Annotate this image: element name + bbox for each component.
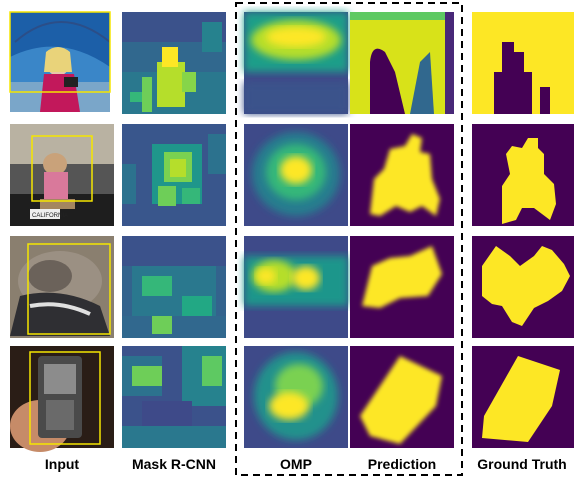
ground-truth-row-1: [472, 12, 574, 114]
omp-prediction-group-outline: [235, 2, 463, 476]
input-image-row-4: [10, 346, 114, 452]
input-image-row-3: [10, 236, 114, 338]
plate-text: CALIFORNIA: [32, 213, 68, 219]
ground-truth-row-4: [472, 346, 574, 448]
input-image-row-2: CALIFORNIA: [10, 124, 114, 226]
prediction-map-row-4: [350, 346, 454, 448]
omp-map-row-4: [244, 346, 348, 448]
ground-truth-row-3: [472, 236, 574, 338]
input-image-row-1: [9, 11, 111, 112]
prediction-map-row-1: [350, 12, 454, 114]
maskrcnn-map-row-2: [122, 124, 226, 226]
omp-map-row-1: [244, 12, 348, 114]
maskrcnn-map-row-1: [122, 12, 226, 114]
omp-map-row-2: [244, 124, 348, 226]
prediction-map-row-3: [350, 236, 454, 338]
prediction-map-row-2: [350, 124, 454, 226]
maskrcnn-map-row-4: [122, 346, 226, 448]
omp-map-row-3: [244, 236, 348, 338]
caption-mask-rcnn: Mask R-CNN: [131, 456, 216, 472]
caption-ground-truth: Ground Truth: [477, 456, 567, 472]
maskrcnn-map-row-3: [122, 236, 226, 338]
caption-input: Input: [44, 456, 80, 472]
caption-omp: OMP: [280, 456, 312, 472]
ground-truth-row-2: [472, 124, 574, 226]
caption-prediction: Prediction: [367, 456, 437, 472]
